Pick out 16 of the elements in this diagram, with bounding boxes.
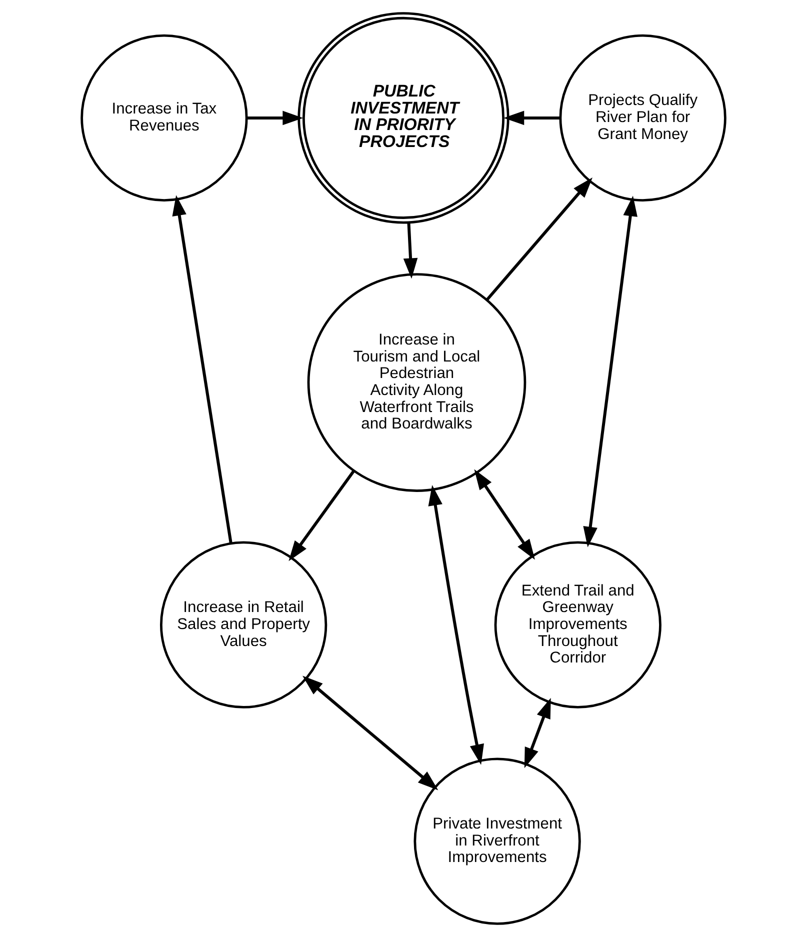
arrow xyxy=(504,110,560,126)
arrow xyxy=(583,196,638,548)
node-circle: PUBLIC INVESTMENT IN PRIORITY PROJECTS xyxy=(298,12,510,224)
arrow xyxy=(246,110,304,126)
node-circle: Extend Trail and Greenway Improvements Throughout Corridor xyxy=(494,541,662,708)
arrow xyxy=(403,222,418,279)
arrow xyxy=(288,470,355,562)
arrow xyxy=(428,485,484,765)
arrow xyxy=(486,178,592,301)
arrow xyxy=(474,469,535,560)
arrow xyxy=(524,698,551,768)
node-circle: Private Investment in Riverfront Improvements xyxy=(414,758,581,925)
arrow xyxy=(172,195,232,544)
arrow xyxy=(302,676,438,790)
node-circle: Projects Qualify River Plan for Grant Money xyxy=(559,34,726,202)
node-circle: Increase in Tax Revenues xyxy=(80,34,248,202)
